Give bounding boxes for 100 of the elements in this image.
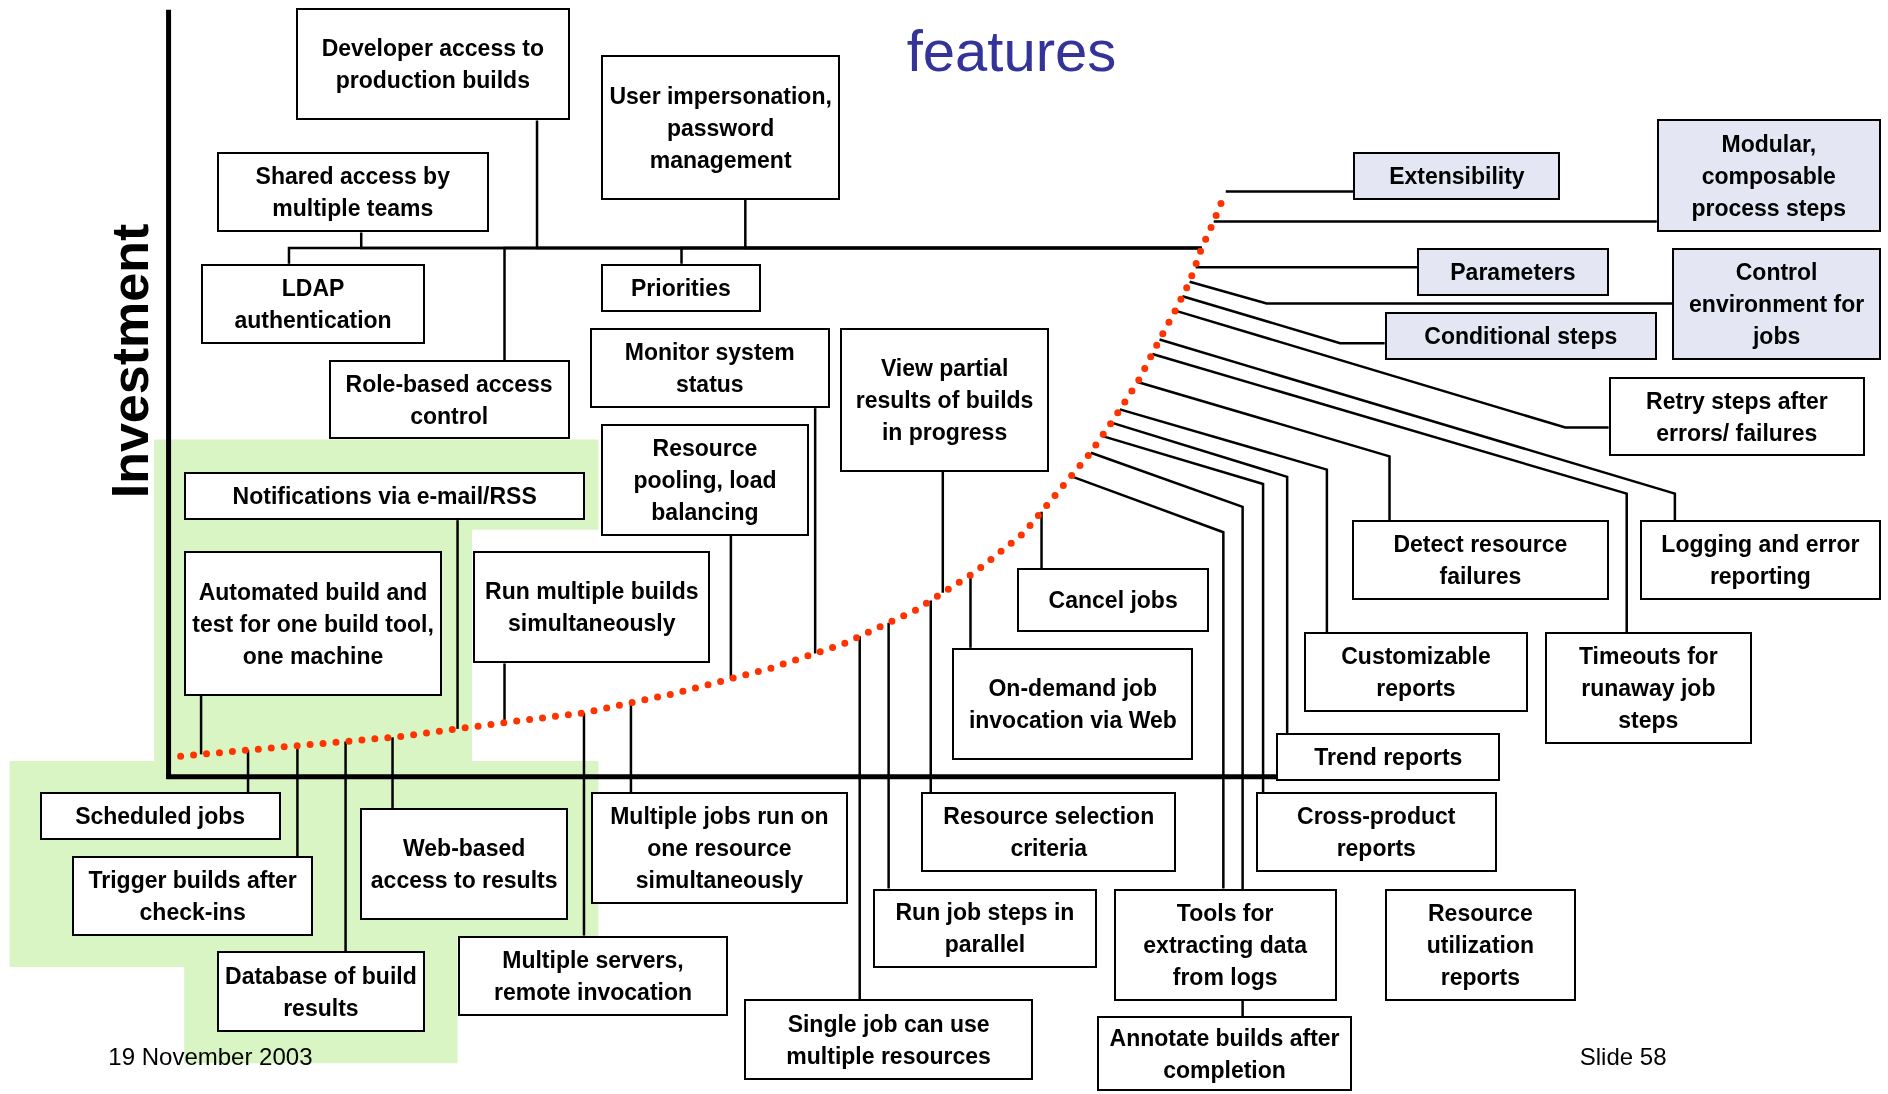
feature-box (72, 856, 314, 936)
leader-line (246, 750, 250, 793)
leader-line (858, 636, 861, 1000)
box-label: Extensibility (1389, 161, 1525, 191)
feature-box (473, 551, 711, 664)
feature-box (1384, 888, 1577, 1001)
box-label: Scheduled jobs (75, 802, 246, 832)
feature-box (184, 551, 442, 696)
leader-line (503, 663, 506, 723)
feature-box (1113, 888, 1337, 1001)
box-label: Single job can use multiple resources (785, 1009, 992, 1071)
leader-line (1111, 421, 1289, 734)
leader-line (199, 695, 203, 755)
slide-number: Slide 58 (1579, 1042, 1667, 1071)
feature-box (1017, 568, 1209, 633)
leader-line (1040, 511, 1043, 569)
box-label: Cancel jobs (1048, 586, 1178, 616)
box-label: Priorities (631, 273, 731, 303)
box-label: Shared access by multiple teams (254, 162, 451, 224)
box-label: Role-based access control (344, 369, 554, 431)
box-label: Multiple servers, remote invocation (492, 945, 694, 1007)
feature-box (1352, 520, 1609, 600)
box-label: Developer access to production builds (320, 34, 546, 96)
box-label: Trend reports (1314, 743, 1463, 773)
box-label: Logging and error reporting (1660, 529, 1861, 591)
feature-box (1656, 119, 1881, 233)
feature-box (184, 472, 586, 521)
feature-box (1276, 733, 1501, 782)
box-label: Resource selection criteria (942, 802, 1156, 863)
box-label: Automated build and test for one build tool, one machine (191, 577, 435, 671)
box-label: Detect resource failures (1392, 529, 1569, 591)
box-label: Modular, composable process steps (1690, 129, 1848, 223)
box-label: Retry steps after errors/ failures (1645, 386, 1829, 448)
leader-line (1072, 475, 1225, 889)
feature-box (360, 807, 569, 920)
box-label: Monitor system status (623, 337, 796, 399)
feature-box (1255, 792, 1497, 872)
leader-line (887, 622, 890, 889)
box-label: Conditional steps (1424, 321, 1618, 351)
leader-line (456, 520, 459, 729)
feature-box (1417, 248, 1609, 297)
feature-box (216, 951, 426, 1032)
feature-box (1672, 248, 1881, 360)
leader-line (1189, 280, 1673, 305)
box-label: Multiple jobs run on one resource simultaneously (609, 802, 830, 896)
feature-box (201, 263, 426, 345)
leader-line (391, 737, 394, 808)
leader-line (941, 472, 945, 593)
box-label: Run multiple builds simultaneously (484, 577, 700, 639)
box-label: Timeouts for runaway job steps (1577, 642, 1719, 736)
feature-box (1304, 632, 1528, 712)
feature-box (328, 360, 570, 440)
feature-box (590, 327, 830, 409)
leader-line (1195, 266, 1418, 269)
box-label: User impersonation, password management (608, 81, 833, 175)
box-label: Run job steps in parallel (894, 898, 1076, 960)
feature-box (1096, 1016, 1353, 1091)
box-label: View partial results of builds in progress (854, 353, 1035, 447)
feature-box (872, 888, 1097, 969)
box-label: Tools for extracting data from logs (1142, 898, 1309, 992)
leader-line (344, 741, 347, 952)
feature-box (600, 55, 841, 200)
leader-line (1136, 380, 1391, 521)
leader-line (1213, 220, 1657, 223)
feature-box (1353, 151, 1561, 200)
feature-box (39, 792, 281, 841)
box-label: Customizable reports (1340, 641, 1492, 703)
leader-line (1119, 408, 1329, 633)
axis-label: Investment (102, 223, 159, 499)
box-label: Trigger builds after check-ins (87, 865, 298, 927)
leader-line (729, 535, 733, 679)
feature-box (296, 8, 570, 121)
leader-line (813, 408, 817, 654)
box-label: Web-based access to results (369, 833, 559, 895)
leader-line (1159, 338, 1677, 521)
feature-box (921, 792, 1177, 872)
feature-box (600, 423, 810, 536)
feature-box (600, 263, 761, 312)
leader-line (929, 600, 932, 793)
feature-box (457, 935, 729, 1017)
feature-box (1608, 376, 1866, 457)
leader-line (1182, 295, 1385, 345)
leader-line (582, 712, 586, 936)
feature-box (1639, 520, 1881, 600)
box-label: Cross-product reports (1296, 802, 1457, 863)
box-label: Parameters (1450, 258, 1576, 288)
feature-box (216, 151, 489, 233)
box-label: On-demand job invocation via Web (967, 673, 1178, 735)
feature-box (1384, 311, 1657, 360)
slide-title: features (906, 19, 1117, 84)
feature-box (1544, 632, 1752, 745)
box-label: LDAP authentication (233, 274, 393, 335)
box-label: Resource utilization reports (1425, 898, 1536, 992)
footer-date: 19 November 2003 (108, 1042, 313, 1071)
leader-line (1151, 352, 1628, 633)
box-label: Control environment for jobs (1688, 258, 1866, 351)
leader-line (503, 246, 1202, 360)
feature-box (591, 792, 848, 905)
box-label: Resource pooling, load balancing (632, 433, 778, 527)
box-label: Notifications via e-mail/RSS (232, 482, 537, 512)
